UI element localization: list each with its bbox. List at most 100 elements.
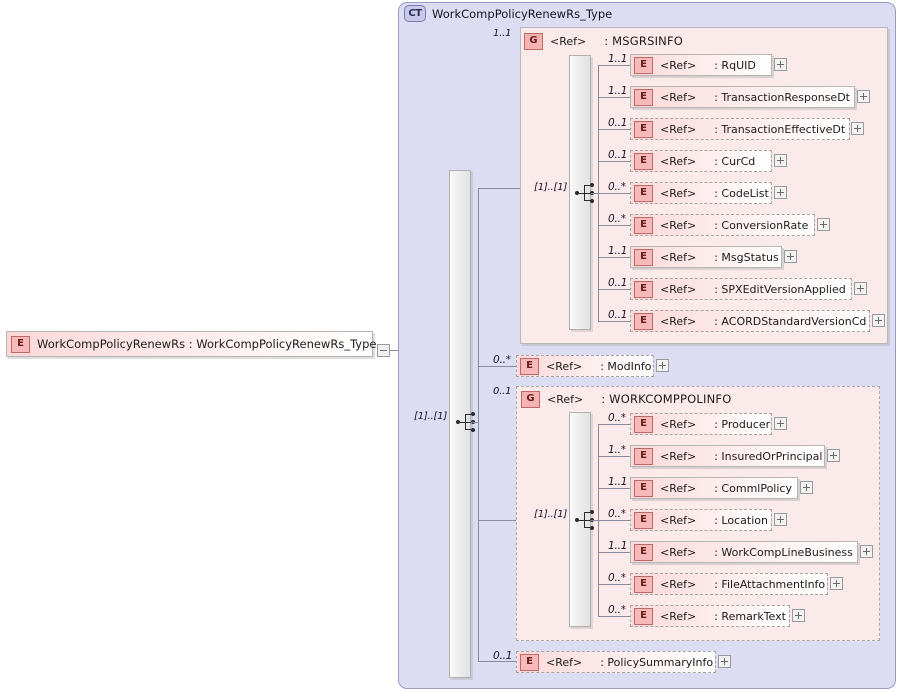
expand-toggle[interactable] xyxy=(872,314,885,327)
element-node-location[interactable]: E <Ref> : Location xyxy=(630,509,772,531)
element-node-insuredorprincipal[interactable]: E <Ref> : InsuredOrPrincipal xyxy=(630,445,825,467)
connector-spine-to-trunk xyxy=(471,422,479,423)
element-name: : RemarkText xyxy=(714,609,786,623)
expand-toggle[interactable] xyxy=(817,218,830,231)
element-node-codelist[interactable]: E <Ref> : CodeList xyxy=(630,182,772,204)
occurs-label: 0..* xyxy=(608,604,626,616)
expand-toggle[interactable] xyxy=(860,545,873,558)
element-node-policysummaryinfo[interactable]: E <Ref> : PolicySummaryInfo xyxy=(516,651,716,673)
element-name: : RqUID xyxy=(714,58,756,72)
element-node-acordstandardversioncd[interactable]: E <Ref> : ACORDStandardVersionCd xyxy=(630,310,870,332)
occurs-label: 0..* xyxy=(608,508,626,520)
element-badge-icon: E xyxy=(634,607,653,625)
element-name: : Producer xyxy=(714,417,771,431)
element-ref: <Ref> xyxy=(660,90,697,104)
expand-toggle[interactable] xyxy=(830,577,843,590)
element-name: : ConversionRate xyxy=(714,218,809,232)
connector-child xyxy=(598,321,630,322)
modinfo-occurs: 0..* xyxy=(493,354,511,366)
element-node-transactioneffectivedt[interactable]: E <Ref> : TransactionEffectiveDt xyxy=(630,118,850,140)
occurs-label: 0..* xyxy=(608,572,626,584)
occurs-label: 0..1 xyxy=(608,277,628,289)
connector-workcomppolinfo-spine-to-trunk xyxy=(591,520,599,521)
connector-root-to-type xyxy=(390,350,398,351)
outer-compositor-occurs: [1]..[1] xyxy=(414,411,448,422)
group-msgrsinfo-ref: <Ref> xyxy=(550,34,587,48)
element-node-transactionresponsedt[interactable]: E <Ref> : TransactionResponseDt xyxy=(630,86,855,108)
expand-toggle[interactable] xyxy=(774,186,787,199)
element-badge-icon: E xyxy=(634,479,653,497)
group-workcomppolinfo-name: : WORKCOMPPOLINFO xyxy=(601,392,732,406)
element-node-rquid[interactable]: E <Ref> : RqUID xyxy=(630,54,772,76)
element-badge-icon: E xyxy=(520,653,539,671)
element-badge-icon: E xyxy=(634,511,653,529)
element-name: : MsgStatus xyxy=(714,250,779,264)
element-node-modinfo[interactable]: E <Ref> : ModInfo xyxy=(516,355,654,377)
element-node-commlpolicy[interactable]: E <Ref> : CommlPolicy xyxy=(630,477,798,499)
element-ref: <Ref> xyxy=(660,186,697,200)
expand-toggle[interactable] xyxy=(800,481,813,494)
occurs-label: 0..1 xyxy=(608,149,628,161)
element-badge-icon: E xyxy=(634,415,653,433)
expand-toggle[interactable] xyxy=(774,513,787,526)
element-ref: <Ref> xyxy=(660,154,697,168)
group-workcomppolinfo-header[interactable]: G <Ref> : WORKCOMPPOLINFO xyxy=(521,389,731,409)
root-element-node[interactable]: E WorkCompPolicyRenewRs : WorkCompPolicy… xyxy=(6,331,377,357)
connector-child xyxy=(598,161,630,162)
connector-msgrsinfo-spine-to-trunk xyxy=(591,193,599,194)
element-name: : Location xyxy=(714,513,768,527)
occurs-label: 1..1 xyxy=(608,476,628,488)
connector-child xyxy=(598,456,630,457)
element-node-spxeditversionapplied[interactable]: E <Ref> : SPXEditVersionApplied xyxy=(630,278,852,300)
element-badge-icon: E xyxy=(634,152,653,170)
expand-toggle[interactable] xyxy=(774,154,787,167)
element-node-remarktext[interactable]: E <Ref> : RemarkText xyxy=(630,605,790,627)
connector-child xyxy=(598,97,630,98)
expand-toggle[interactable] xyxy=(827,449,840,462)
element-node-fileattachmentinfo[interactable]: E <Ref> : FileAttachmentInfo xyxy=(630,573,828,595)
occurs-label: 0..1 xyxy=(608,309,628,321)
expand-toggle[interactable] xyxy=(784,250,797,263)
element-node-curcd[interactable]: E <Ref> : CurCd xyxy=(630,150,772,172)
expand-toggle[interactable] xyxy=(774,58,787,71)
element-name: : TransactionResponseDt xyxy=(714,90,850,104)
group-badge-icon: G xyxy=(521,390,540,408)
expand-toggle[interactable] xyxy=(854,282,867,295)
element-badge-icon: E xyxy=(634,447,653,465)
element-badge-icon: E xyxy=(634,184,653,202)
connector-to-modinfo xyxy=(478,366,516,367)
element-node-msgstatus[interactable]: E <Ref> : MsgStatus xyxy=(630,246,782,268)
expand-toggle[interactable] xyxy=(718,655,731,668)
element-ref: <Ref> xyxy=(660,58,697,72)
complextype-title: WorkCompPolicyRenewRs_Type xyxy=(432,6,613,21)
group-msgrsinfo-header[interactable]: G <Ref> : MSGRSINFO xyxy=(524,31,683,51)
element-ref: <Ref> xyxy=(660,577,697,591)
root-element-label: WorkCompPolicyRenewRs : WorkCompPolicyRe… xyxy=(37,337,377,351)
element-badge-icon: E xyxy=(634,216,653,234)
element-node-workcomplinebusiness[interactable]: E <Ref> : WorkCompLineBusiness xyxy=(630,541,858,563)
element-ref: <Ref> xyxy=(660,417,697,431)
element-name: : CodeList xyxy=(714,186,769,200)
connector-child xyxy=(598,520,630,521)
element-name: : TransactionEffectiveDt xyxy=(714,122,846,136)
element-ref: <Ref> xyxy=(660,609,697,623)
expand-toggle[interactable] xyxy=(774,417,787,430)
occurs-label: 1..1 xyxy=(608,53,628,65)
connector-child xyxy=(598,257,630,258)
connector-to-msgrsinfo xyxy=(478,188,520,189)
element-name: : ACORDStandardVersionCd xyxy=(714,314,867,328)
expand-toggle[interactable] xyxy=(857,90,870,103)
element-name: : PolicySummaryInfo xyxy=(600,655,714,669)
element-node-producer[interactable]: E <Ref> : Producer xyxy=(630,413,772,435)
element-badge-icon: E xyxy=(634,56,653,74)
expand-toggle[interactable] xyxy=(656,359,669,372)
element-badge-icon: E xyxy=(634,543,653,561)
outer-sequence-spine xyxy=(449,170,471,678)
group-workcomppolinfo-occurs: 0..1 xyxy=(493,386,512,397)
root-collapse-toggle[interactable] xyxy=(377,344,390,357)
expand-toggle[interactable] xyxy=(792,609,805,622)
element-node-conversionrate[interactable]: E <Ref> : ConversionRate xyxy=(630,214,815,236)
expand-toggle[interactable] xyxy=(851,122,864,135)
connector-child xyxy=(598,289,630,290)
